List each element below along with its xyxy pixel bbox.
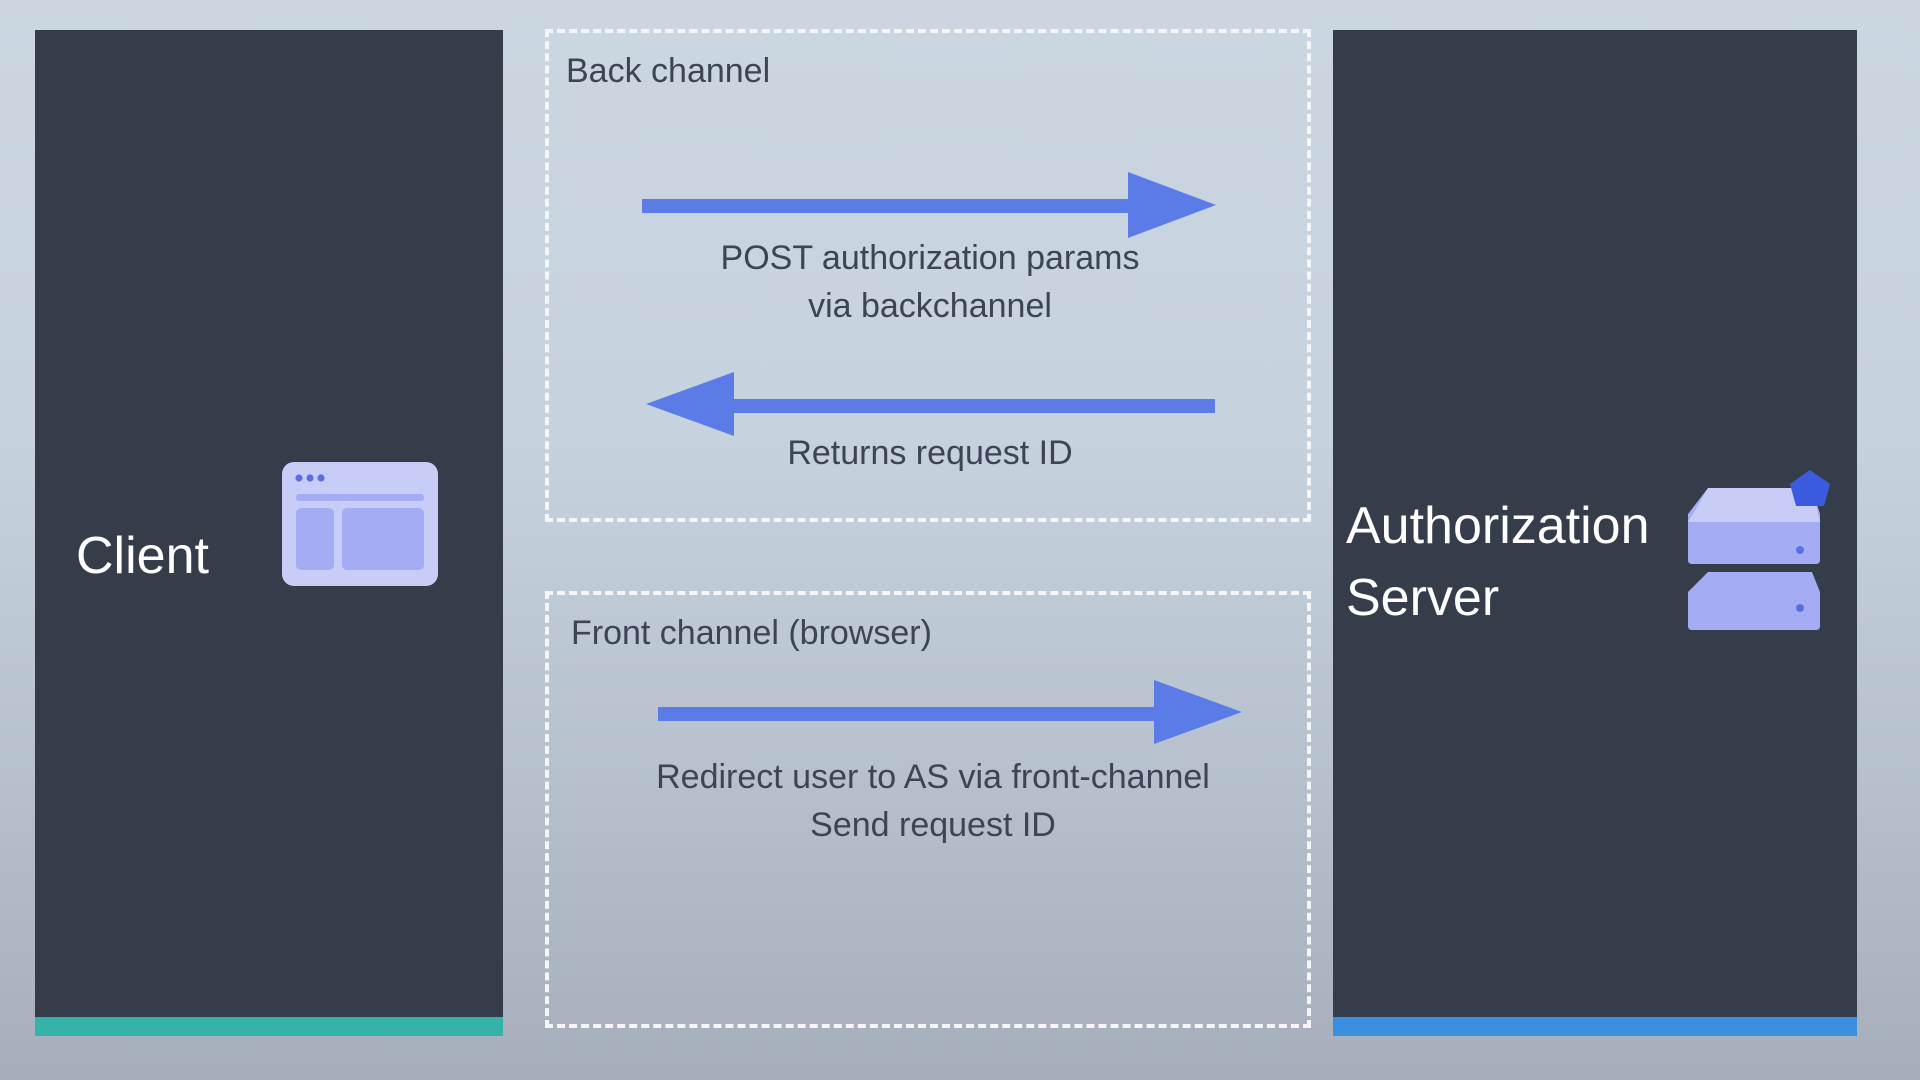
request-id-line1: Returns request ID — [787, 434, 1073, 472]
front-channel-label: Front channel (browser) — [571, 614, 932, 652]
client-panel: Client — [35, 30, 503, 1036]
request-id-message: Returns request ID — [630, 429, 1230, 477]
front-channel-box — [545, 591, 1311, 1028]
server-title-line1: Authorization — [1346, 497, 1650, 555]
back-channel-label: Back channel — [566, 52, 771, 90]
server-accent-bar — [1333, 1017, 1857, 1036]
server-title-line2: Server — [1346, 569, 1500, 627]
redirect-line1: Redirect user to AS via front-channel — [656, 758, 1210, 796]
server-stack-icon — [1688, 470, 1830, 630]
browser-window-icon — [282, 462, 438, 586]
post-params-line2: via backchannel — [808, 287, 1052, 325]
redirect-message: Redirect user to AS via front-channel Se… — [583, 753, 1283, 849]
post-params-message: POST authorization params via backchanne… — [630, 234, 1230, 330]
back-channel-box — [545, 29, 1311, 522]
server-panel: Authorization Server — [1333, 30, 1857, 1036]
post-params-line1: POST authorization params — [720, 239, 1140, 277]
client-accent-bar — [35, 1017, 503, 1036]
server-title: Authorization Server — [1346, 490, 1650, 634]
client-title: Client — [76, 527, 209, 585]
redirect-line2: Send request ID — [810, 806, 1056, 844]
